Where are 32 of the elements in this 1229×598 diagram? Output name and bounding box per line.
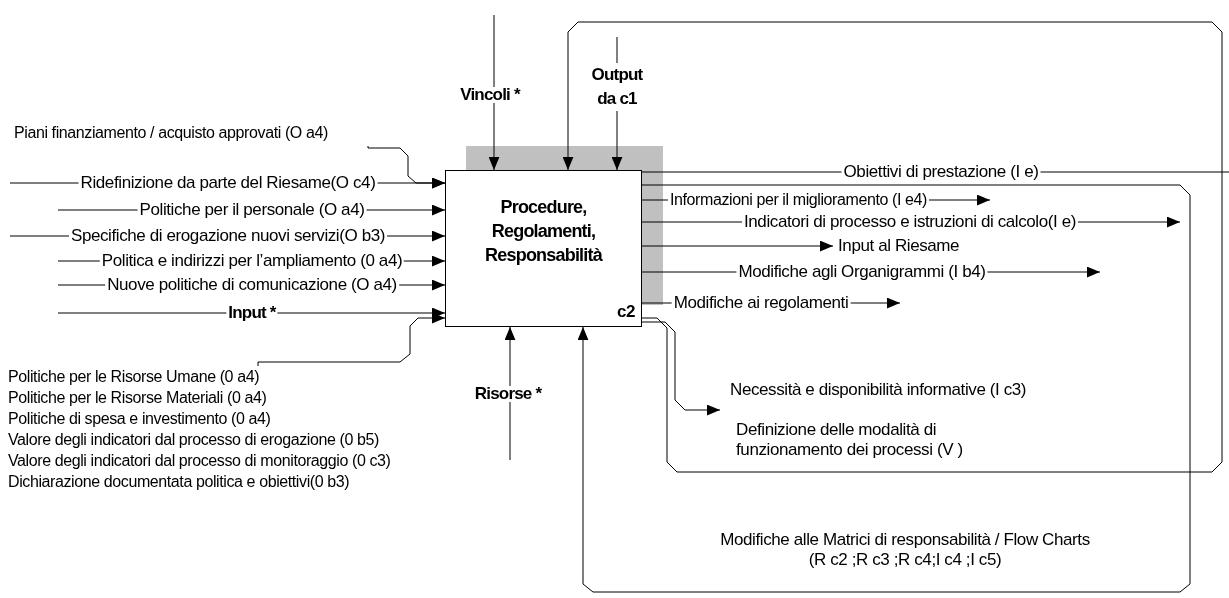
process-title: Procedure, Regolamenti, Responsabilità xyxy=(484,196,604,267)
arrow xyxy=(641,240,834,252)
edge-label: Obiettivi di prestazione (I e) xyxy=(841,164,1041,180)
arrow xyxy=(257,312,446,367)
input-list-item: Politiche di spesa e investimento (0 a4) xyxy=(8,409,272,429)
edge-label: Indicatori di processo e istruzioni di calcolo(I e) xyxy=(742,214,1078,230)
input-list-item: Dichiarazione documentata politica e obiettivi(0 b3) xyxy=(8,472,351,492)
edge-label: Nuove politiche di comunicazione (O a4) xyxy=(105,277,399,293)
arrow xyxy=(641,321,721,416)
edge-label: Modifiche ai regolamenti xyxy=(671,295,851,311)
edge-label: Necessità e disponibilità informative (I c3) xyxy=(728,382,1029,398)
edge-label: Vincoli * xyxy=(458,87,522,103)
box-number: c2 xyxy=(616,302,635,322)
input-list-item: Politiche per le Risorse Umane (0 a4) xyxy=(8,367,261,387)
arrow xyxy=(504,326,516,461)
edge-label: Politiche per il personale (O a4) xyxy=(137,202,367,218)
arrow xyxy=(488,14,500,171)
edge-label: Input al Riesame xyxy=(836,238,962,254)
edge-label: Input * xyxy=(226,305,278,321)
arrow xyxy=(562,21,1223,473)
input-list-item: Valore degli indicatori dal processo di monitoraggio (0 c3) xyxy=(8,451,392,471)
edge-label: Ridefinizione da parte del Riesame(O c4) xyxy=(78,175,378,191)
edge-label: Risorse * xyxy=(472,386,544,402)
arrow xyxy=(577,184,1191,593)
process-box xyxy=(445,170,642,327)
edge-label: Politica e indirizzi per l’ampliamento (0 a4) xyxy=(99,253,405,269)
edge-label: Informazioni per il miglioramento (I e4) xyxy=(668,192,929,208)
input-label: Piani finanziamento / acquisto approvati (O a4) xyxy=(14,123,329,143)
arrow xyxy=(367,145,446,189)
edge-label: Specifiche di erogazione nuovi servizi(O b3) xyxy=(68,228,388,244)
edge-label: Modifiche agli Organigrammi (I b4) xyxy=(736,264,988,280)
input-list-item: Valore degli indicatori dal processo di erogazione (0 b5) xyxy=(8,430,380,450)
